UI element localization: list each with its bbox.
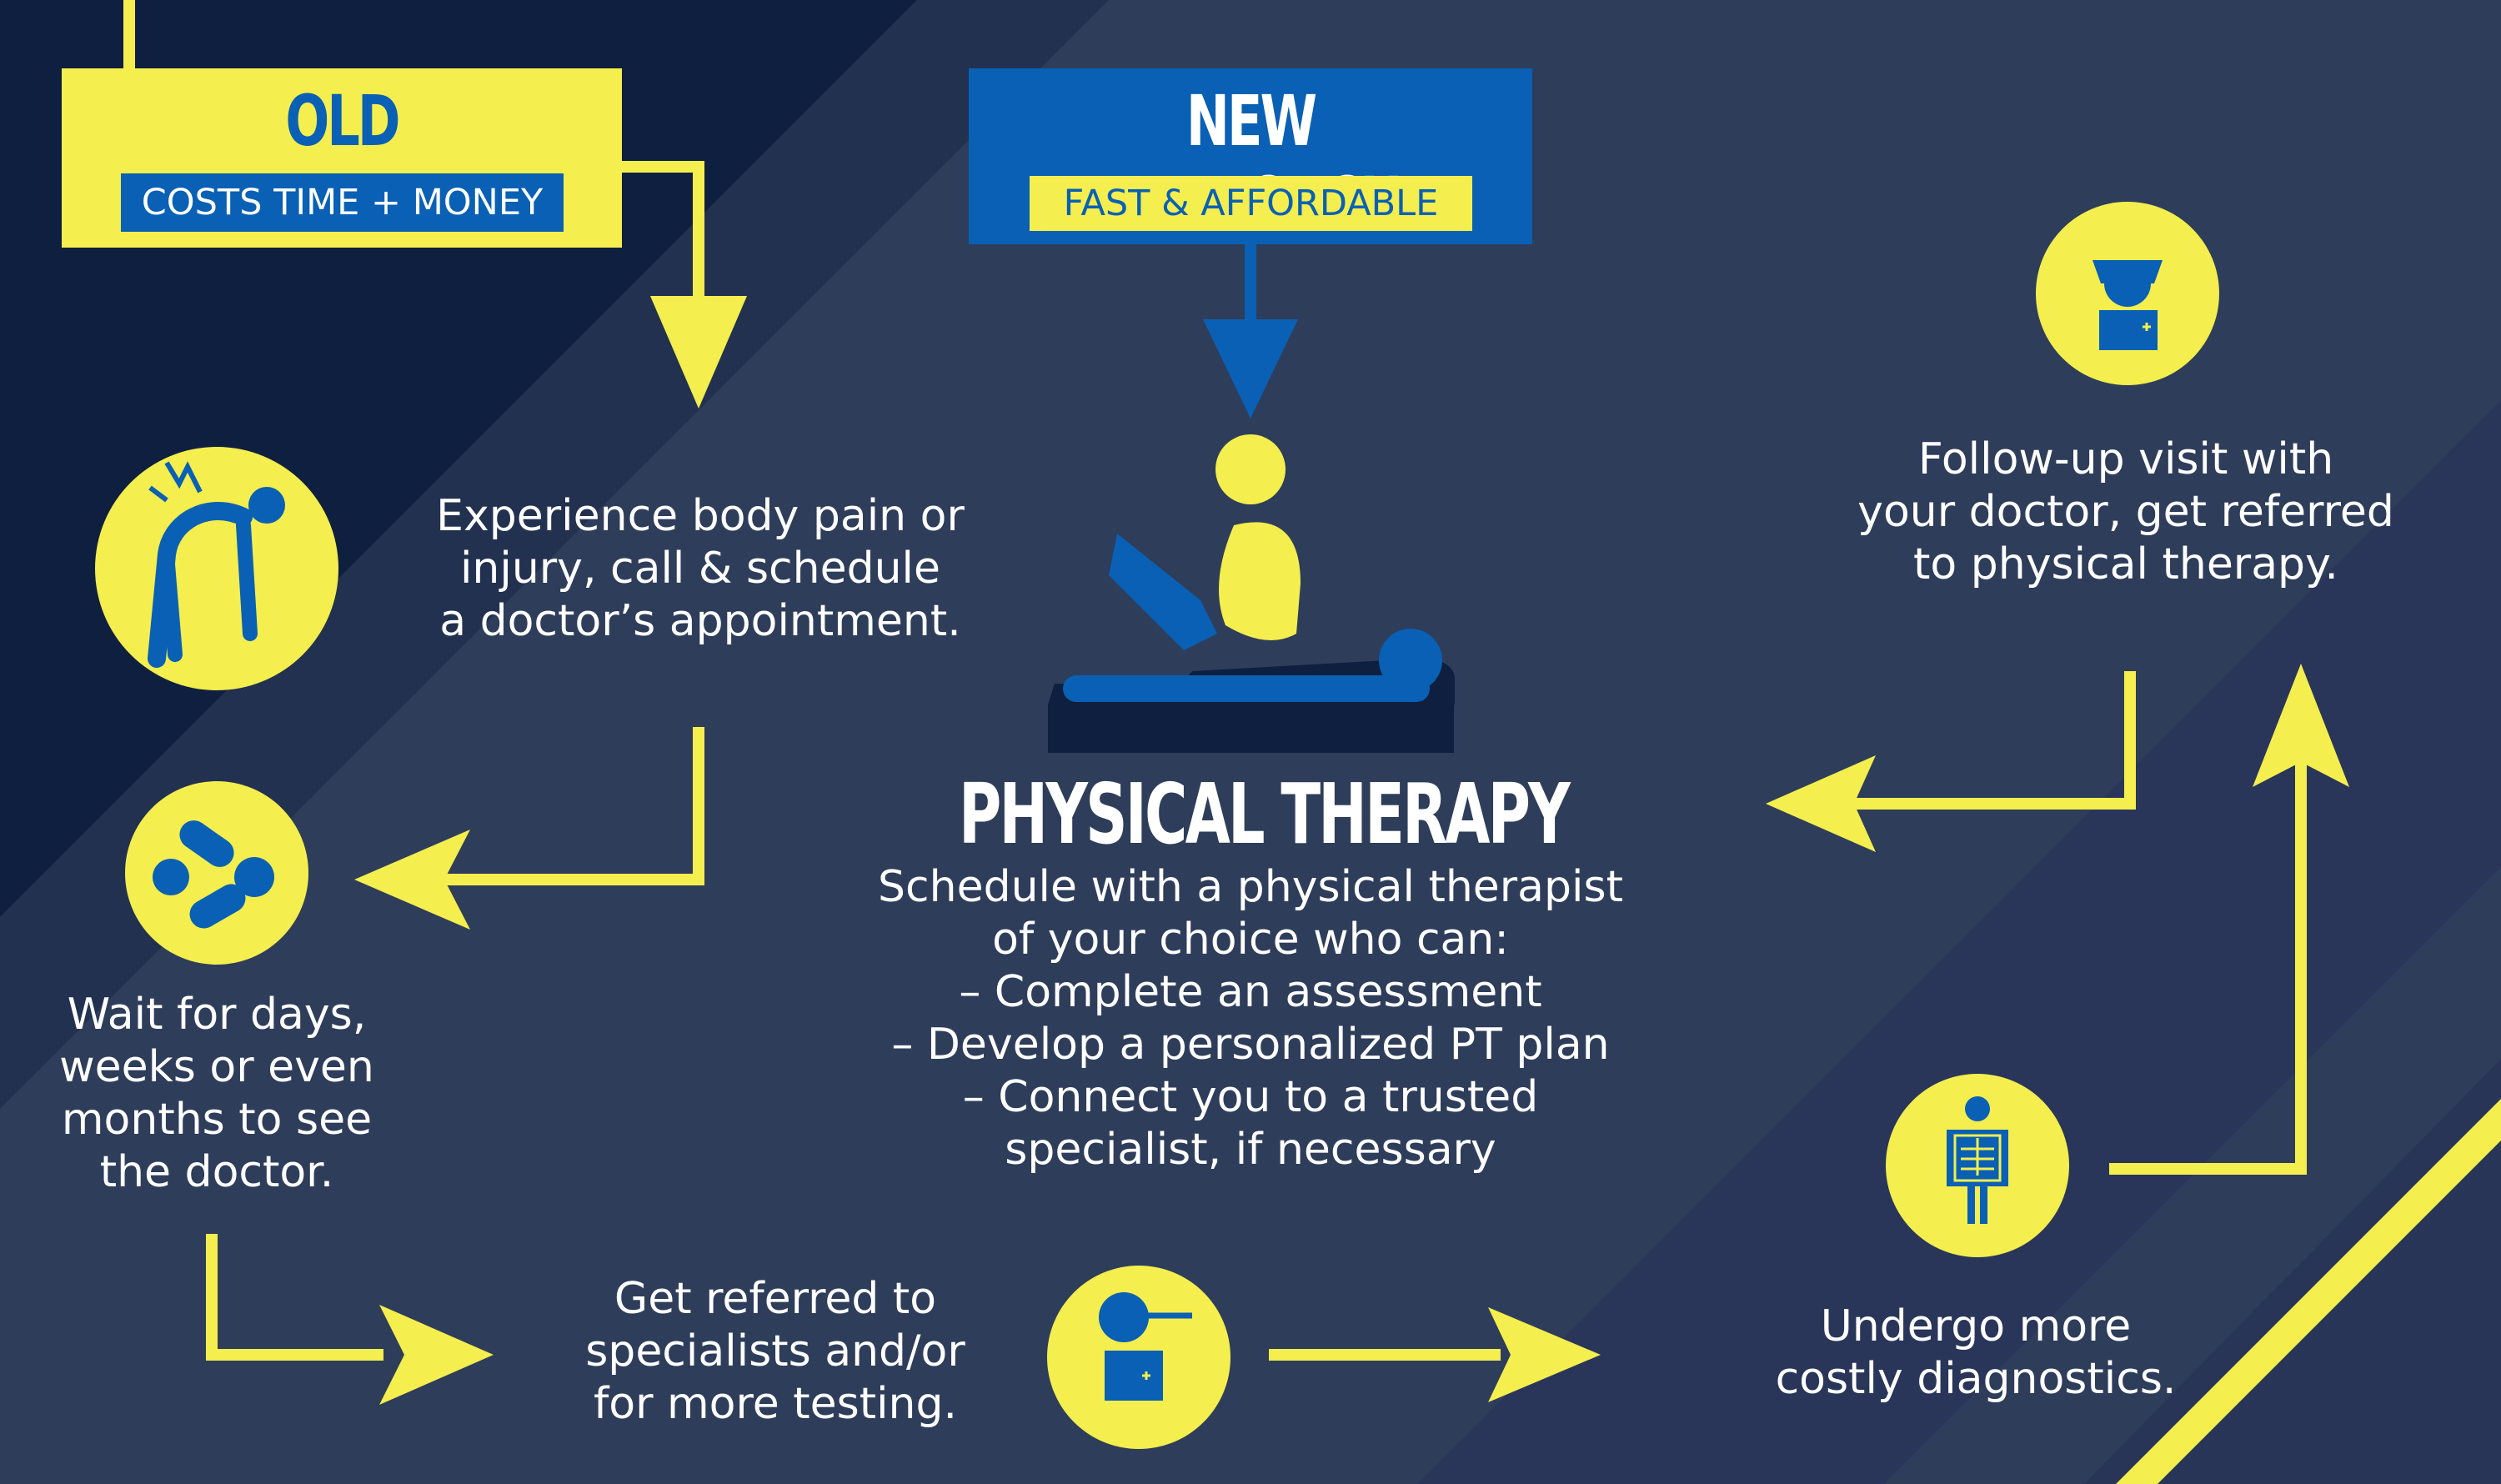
step-pain-text: Experience body pain or injury, call & s…: [400, 490, 1000, 648]
step-pain-line: injury, call & schedule: [459, 544, 940, 594]
step-referred-line: specialists and/or: [585, 1326, 965, 1376]
arrowhead-up-followup: [2253, 664, 2349, 787]
pt-line: of your choice who can:: [992, 915, 1509, 965]
connector-diagnostics-to-followup: [2109, 759, 2307, 1175]
step-wait-line: the doctor.: [99, 1147, 334, 1197]
back-pain-person-icon: [95, 447, 338, 690]
pt-line: Schedule with a physical therapist: [878, 862, 1623, 912]
doctor-icon: [2036, 202, 2219, 385]
pt-line: – Develop a personalized PT plan: [891, 1020, 1610, 1070]
pt-line: specialist, if necessary: [1005, 1125, 1496, 1175]
pt-line: – Connect you to a trusted: [962, 1072, 1539, 1122]
physical-therapy-icon: [1048, 434, 1455, 753]
step-followup-line: to physical therapy.: [1913, 539, 2338, 589]
arrowhead-left-wait: [354, 830, 470, 930]
background-corner-stripe: [2084, 1059, 2501, 1484]
arrowhead-right-diagnostics: [1488, 1307, 1601, 1402]
connector-wait-to-referred: [206, 1234, 383, 1361]
step-followup-line: your doctor, get referred: [1857, 487, 2394, 537]
new-approach-subtitle: FAST & AFFORDABLE: [1030, 176, 1472, 231]
step-wait-line: weeks or even: [59, 1042, 374, 1092]
pt-line: – Complete an assessment: [959, 967, 1542, 1017]
step-followup-text: Follow-up visit with your doctor, get re…: [1809, 434, 2443, 591]
step-referred-line: for more testing.: [593, 1379, 958, 1429]
pills-icon: [125, 781, 308, 965]
old-approach-subtitle: COSTS TIME + MONEY: [121, 173, 564, 232]
step-pain-line: Experience body pain or: [436, 491, 965, 541]
arrowhead-right-referred: [379, 1305, 494, 1405]
connector-followup-to-pt: [1851, 671, 2136, 810]
physical-therapy-text: Schedule with a physical therapist of yo…: [834, 861, 1667, 1176]
step-pain-line: a doctor’s appointment.: [439, 596, 961, 646]
step-wait-line: Wait for days,: [67, 990, 367, 1040]
connector-pain-to-wait: [442, 727, 704, 885]
step-diagnostics-line: costly diagnostics.: [1775, 1354, 2177, 1404]
arrowhead-down-pt: [1203, 319, 1298, 419]
step-diagnostics-line: Undergo more: [1820, 1301, 2132, 1351]
connector-old-to-pain-2: [622, 161, 704, 300]
background-yellow-stripe: [2116, 1099, 2501, 1484]
arrowhead-down-pain: [650, 296, 747, 409]
physical-therapy-title: PHYSICAL THERAPY: [959, 765, 1571, 863]
step-wait-line: months to see: [61, 1095, 373, 1145]
xray-icon: [1886, 1074, 2069, 1257]
step-wait-text: Wait for days, weeks or even months to s…: [17, 989, 417, 1199]
step-diagnostics-text: Undergo more costly diagnostics.: [1734, 1301, 2218, 1406]
old-approach-box: OLD APPROACH COSTS TIME + MONEY: [62, 68, 622, 248]
background-right-stripe: [1417, 400, 2501, 1484]
specialist-doctor-icon: [1047, 1266, 1230, 1449]
step-referred-line: Get referred to: [614, 1274, 937, 1324]
step-referred-text: Get referred to specialists and/or for m…: [542, 1273, 1009, 1431]
arrowhead-left-pt: [1766, 755, 1876, 852]
step-followup-line: Follow-up visit with: [1917, 434, 2334, 484]
new-approach-box: NEW APPROACH FAST & AFFORDABLE: [969, 68, 1532, 244]
